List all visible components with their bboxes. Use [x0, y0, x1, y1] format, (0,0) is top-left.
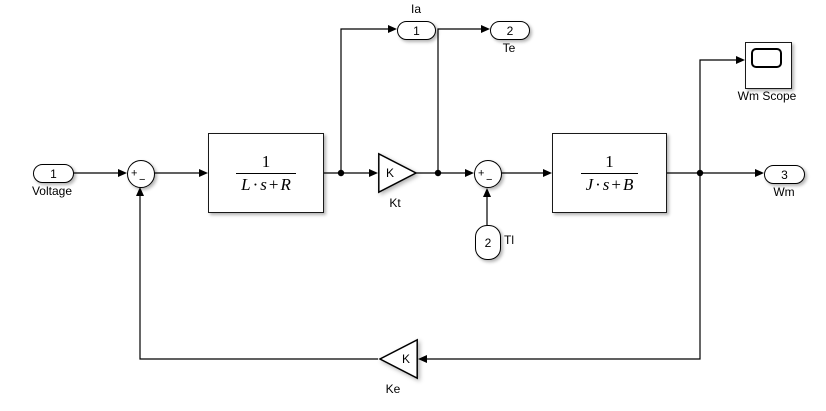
- transfer-fcn-electrical[interactable]: 1 L·s+R: [208, 133, 324, 213]
- outport-ia-label: Ia: [410, 2, 421, 16]
- inport-tl-number: 2: [484, 235, 492, 250]
- transfer-fcn-electrical-equation: 1 L·s+R: [236, 152, 296, 194]
- inport-voltage-label: Voltage: [31, 184, 73, 198]
- gain-ke-value: K: [401, 352, 410, 366]
- outport-ia-number: 1: [413, 23, 420, 38]
- gain-kt-block[interactable]: K: [378, 152, 418, 194]
- gain-kt-value: K: [386, 166, 395, 180]
- gain-ke-block[interactable]: K: [378, 338, 418, 380]
- outport-ia[interactable]: 1: [397, 21, 436, 40]
- sum-block-1[interactable]: + −: [127, 160, 155, 188]
- gain-kt-triangle-icon: [378, 152, 418, 194]
- outport-te-label: Te: [502, 41, 516, 55]
- tf-electrical-denominator: L·s+R: [236, 172, 296, 195]
- sum2-minus-sign: −: [486, 174, 493, 186]
- outport-wm-number: 3: [781, 167, 788, 182]
- gain-ke-label: Ke: [385, 382, 401, 396]
- transfer-fcn-mechanical-equation: 1 J·s+B: [580, 151, 639, 195]
- transfer-fcn-mechanical[interactable]: 1 J·s+B: [552, 133, 667, 213]
- inport-voltage[interactable]: 1: [33, 164, 74, 183]
- inport-voltage-number: 1: [50, 166, 57, 181]
- scope-screen-icon: [751, 48, 782, 68]
- outport-te-number: 2: [506, 23, 514, 38]
- gain-kt-label: Kt: [389, 196, 401, 210]
- scope-label: Wm Scope: [737, 89, 797, 103]
- sum-block-2[interactable]: + −: [474, 160, 502, 188]
- sum2-plus-sign: +: [478, 167, 485, 180]
- tf-mechanical-denominator: J·s+B: [580, 172, 639, 195]
- outport-wm[interactable]: 3: [764, 165, 805, 184]
- sum1-minus-sign: −: [139, 174, 146, 186]
- sum1-plus-sign: +: [131, 167, 138, 180]
- inport-tl-label: Tl: [504, 233, 514, 247]
- inport-tl[interactable]: 2: [475, 225, 501, 260]
- scope-block[interactable]: [745, 42, 792, 89]
- outport-te[interactable]: 2: [490, 21, 530, 40]
- gain-ke-triangle-icon: [378, 338, 418, 380]
- tf-electrical-numerator: 1: [261, 151, 271, 171]
- outport-wm-label: Wm: [773, 185, 795, 199]
- tf-mechanical-numerator: 1: [605, 151, 614, 171]
